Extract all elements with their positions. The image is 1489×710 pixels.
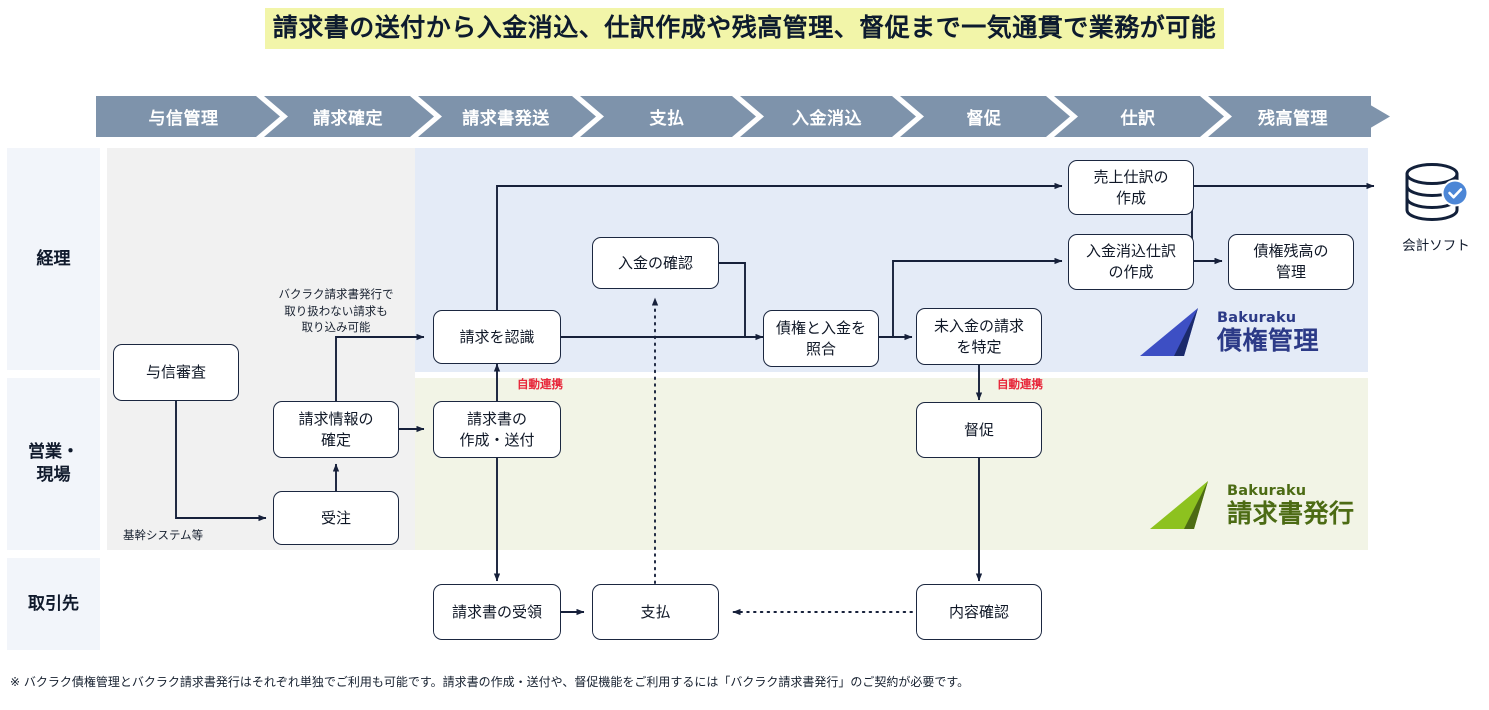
annotation-auto-link-left: 自動連携 <box>517 377 563 391</box>
node-billing-info-fixed[interactable]: 請求情報の確定 <box>273 401 399 458</box>
stage-seikyusho-hasso[interactable]: 請求書発送 <box>425 96 587 137</box>
node-payment[interactable]: 支払 <box>592 584 719 640</box>
node-recognize-claim[interactable]: 請求を認識 <box>433 310 561 364</box>
node-content-check[interactable]: 内容確認 <box>916 584 1042 640</box>
annotation-import-note: バクラク請求書発行で 取り扱わない請求も 取り込み可能 <box>278 287 394 335</box>
stage-zandaka-kanri[interactable]: 残高管理 <box>1215 96 1371 137</box>
node-invoice-receipt[interactable]: 請求書の受領 <box>433 584 561 640</box>
node-balance-management[interactable]: 債権残高の管理 <box>1228 234 1354 290</box>
lane-band-eigyo <box>415 378 1368 550</box>
node-dunning[interactable]: 督促 <box>916 402 1042 458</box>
stage-label: 仕訳 <box>1120 109 1156 129</box>
footnote: ※ バクラク債権管理とバクラク請求書発行はそれぞれ単独でご利用も可能です。請求書… <box>10 675 970 689</box>
logo-brand: Bakuraku <box>1227 482 1307 499</box>
stage-label: 与信管理 <box>148 109 219 129</box>
bakuraku-green-mark-icon <box>1150 481 1208 529</box>
annotation-auto-link-right: 自動連携 <box>997 377 1043 391</box>
edge-recognize-to-salesjournal <box>496 182 1063 310</box>
chevron-end-icon <box>1354 96 1390 137</box>
stage-label: 請求書発送 <box>462 109 550 129</box>
annotation-core-system: 基幹システム等 <box>123 528 204 542</box>
stage-label: 請求確定 <box>313 109 383 129</box>
chevron-divider-icon <box>1046 96 1078 137</box>
logo-brand: Bakuraku <box>1217 309 1297 326</box>
node-confirm-payment[interactable]: 入金の確認 <box>592 237 719 289</box>
row-label-text: 取引先 <box>28 593 79 614</box>
database-check-icon <box>1405 163 1469 222</box>
logo-bakuraku-saiken-kanri: Bakuraku 債権管理 <box>1138 306 1319 358</box>
node-invoice-create-send[interactable]: 請求書の作成・送付 <box>433 401 561 458</box>
edge-match-to-paymentjournal <box>892 257 1063 337</box>
node-credit-review[interactable]: 与信審査 <box>113 344 239 401</box>
node-order-received[interactable]: 受注 <box>273 491 399 545</box>
edge-billinginfo-import-to-recognize <box>335 333 425 401</box>
edge-confirmpayment-to-match <box>719 262 746 337</box>
chevron-divider-icon <box>410 96 442 137</box>
chevron-divider-icon <box>732 96 764 137</box>
row-label-text: 経理 <box>36 248 71 269</box>
logo-product: 請求書発行 <box>1227 499 1355 529</box>
stage-tokusoku[interactable]: 督促 <box>907 96 1061 137</box>
row-label-text: 営業・現場 <box>28 442 79 485</box>
node-match-claim-payment[interactable]: 債権と入金を照合 <box>763 310 879 367</box>
accounting-software-label: 会計ソフト <box>1402 238 1470 254</box>
stage-process-bar: 与信管理 請求確定 請求書発送 支払 入金消込 督促 仕訳 残高管理 <box>96 96 1390 137</box>
page-title-text: 請求書の送付から入金消込、仕訳作成や残高管理、督促まで一気通貫で業務が可能 <box>264 8 1225 50</box>
bakuraku-blue-mark-icon <box>1140 308 1198 356</box>
node-sales-journal[interactable]: 売上仕訳の作成 <box>1068 160 1194 215</box>
node-identify-unpaid[interactable]: 未入金の請求を特定 <box>916 308 1042 365</box>
stage-nyukin-keshikomi[interactable]: 入金消込 <box>747 96 907 137</box>
chevron-divider-icon <box>892 96 924 137</box>
logo-bakuraku-seikyusho-hakko: Bakuraku 請求書発行 <box>1148 479 1355 531</box>
row-label-keiri: 経理 <box>7 148 100 370</box>
stage-label: 督促 <box>966 109 1002 129</box>
stage-label: 支払 <box>649 109 685 129</box>
stage-yoshin-kanri[interactable]: 与信管理 <box>96 96 271 137</box>
chevron-divider-icon <box>572 96 604 137</box>
logo-product: 債権管理 <box>1217 326 1320 356</box>
stage-seikyu-kakutei[interactable]: 請求確定 <box>271 96 425 137</box>
stage-label: 入金消込 <box>792 109 862 129</box>
edge-salesjournal-to-balance <box>1191 186 1223 265</box>
chevron-divider-icon <box>1200 96 1232 137</box>
chevron-divider-icon <box>256 96 288 137</box>
page-title: 請求書の送付から入金消込、仕訳作成や残高管理、督促まで一気通貫で業務が可能 <box>0 8 1489 50</box>
node-payment-journal[interactable]: 入金消込仕訳の作成 <box>1068 234 1194 290</box>
row-label-torihiki: 取引先 <box>7 558 100 650</box>
stage-shiwake[interactable]: 仕訳 <box>1061 96 1215 137</box>
row-label-eigyo: 営業・現場 <box>7 378 100 550</box>
stage-shiharai[interactable]: 支払 <box>587 96 747 137</box>
edge-credit-to-order <box>175 401 267 522</box>
stage-label: 残高管理 <box>1258 109 1328 129</box>
accounting-software[interactable]: 会計ソフト <box>1386 160 1486 254</box>
